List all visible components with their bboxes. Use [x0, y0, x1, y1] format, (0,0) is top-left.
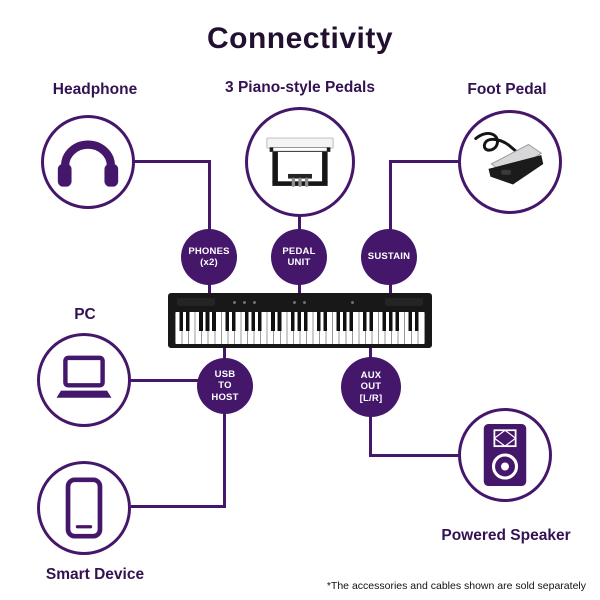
connector-headphone-h — [128, 160, 211, 163]
smartphone-icon — [65, 477, 103, 539]
connector-phones-piano — [208, 283, 211, 295]
connector-footpedal-h — [389, 160, 460, 163]
footnote: *The accessories and cables shown are so… — [326, 580, 586, 592]
pedals-label: 3 Piano-style Pedals — [225, 79, 375, 96]
digital-piano — [168, 293, 432, 348]
connector-aux-piano — [369, 346, 372, 359]
foot-pedal-icon — [474, 132, 544, 185]
pedal-unit-node — [245, 107, 355, 217]
connector-footpedal-v — [389, 160, 392, 231]
headphone-label: Headphone — [52, 81, 138, 98]
piano-with-pedals-icon — [266, 137, 334, 187]
pc-node — [37, 333, 131, 427]
foot-pedal-node — [458, 110, 562, 214]
connector-sustain-piano — [389, 283, 392, 295]
pc-label: PC — [74, 306, 96, 323]
headphone-icon — [57, 140, 119, 187]
connector-pedals-v — [298, 214, 301, 231]
powered-speaker-label: Powered Speaker — [441, 527, 571, 544]
connector-pc-usb — [129, 379, 199, 382]
smart-device-label: Smart Device — [45, 566, 145, 583]
piano-keyboard — [175, 312, 425, 344]
connector-pedalunit-piano — [298, 283, 301, 295]
piano-speaker-grille-left — [177, 298, 215, 306]
powered-speaker-node — [458, 408, 552, 502]
piano-black-keys — [175, 312, 425, 331]
laptop-icon — [56, 355, 112, 398]
connector-aux-v — [369, 415, 372, 457]
connector-smart-v — [223, 412, 226, 508]
piano-speaker-grille-right — [385, 298, 423, 306]
headphone-node — [41, 115, 135, 209]
smart-device-node — [37, 461, 131, 555]
usb-to-host-port-badge: USB TO HOST — [197, 358, 253, 414]
connector-smart-h — [131, 505, 226, 508]
connector-aux-speaker — [369, 454, 460, 457]
connector-usb-piano — [223, 346, 226, 360]
foot-pedal-label: Foot Pedal — [467, 81, 547, 98]
piano-control-panel — [175, 296, 425, 308]
pedal-unit-port-badge: PEDAL UNIT — [271, 229, 327, 285]
phones-port-badge: PHONES (x2) — [181, 229, 237, 285]
aux-out-port-badge: AUX OUT [L/R] — [341, 357, 401, 417]
page-title: Connectivity — [206, 22, 394, 55]
speaker-icon — [483, 424, 527, 486]
connector-headphone-v — [208, 160, 211, 231]
sustain-port-badge: SUSTAIN — [361, 229, 417, 285]
